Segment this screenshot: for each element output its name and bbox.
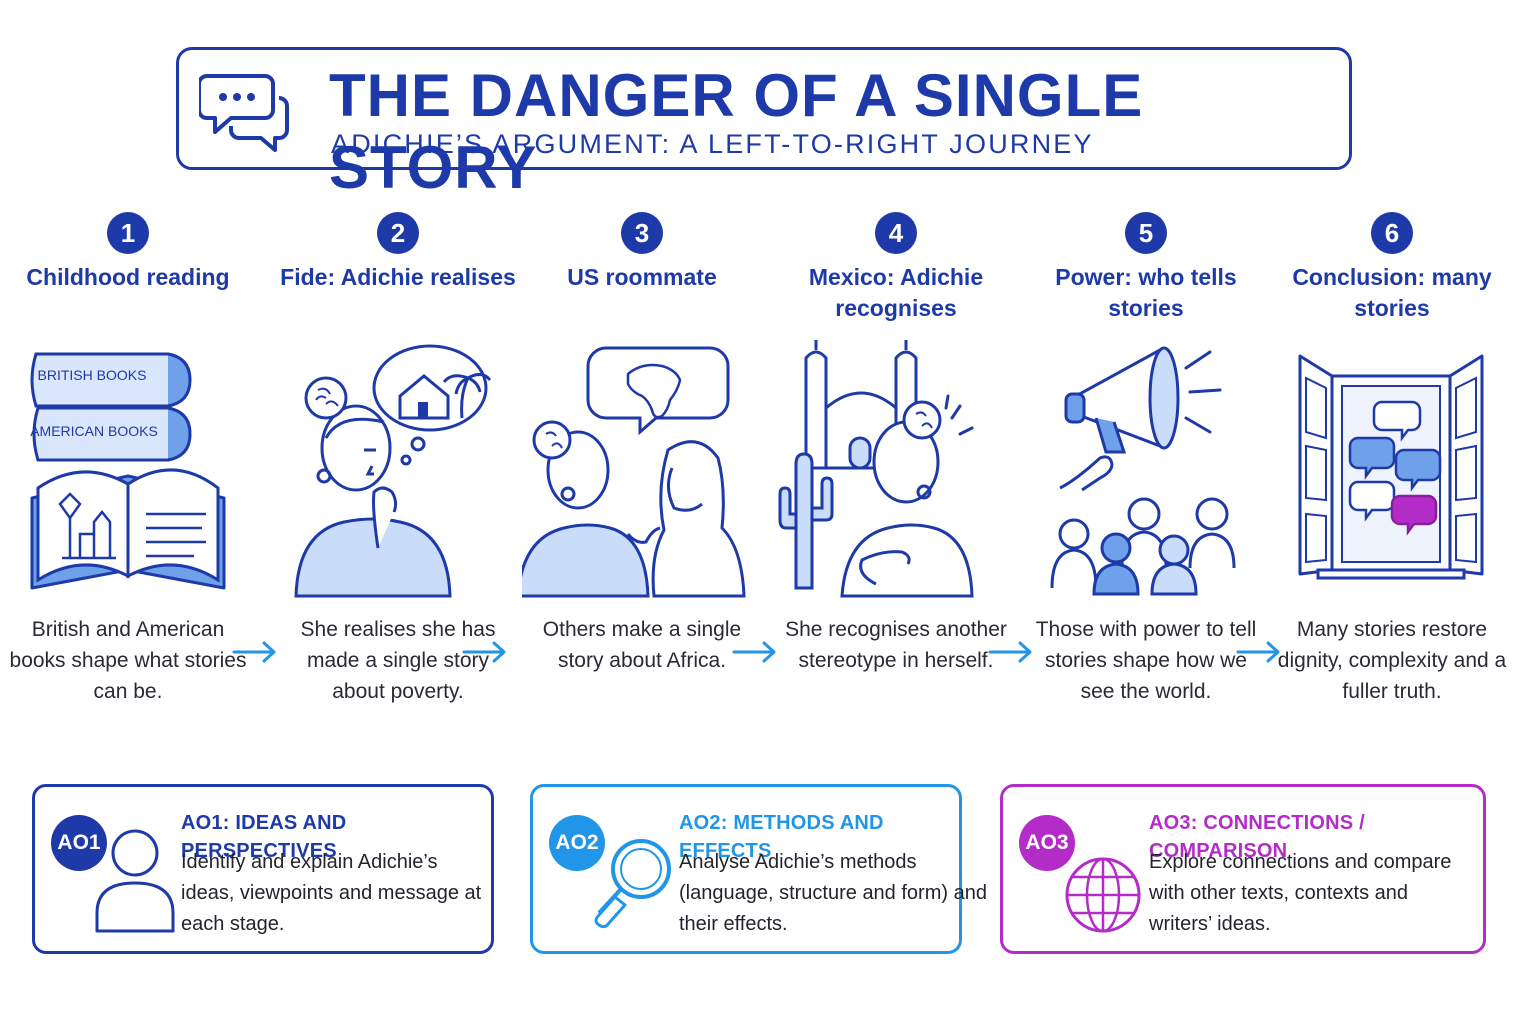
thinking-woman-icon: [294, 344, 492, 598]
arrow-right-icon: [1236, 641, 1280, 663]
step-number: 1: [107, 212, 149, 254]
arrow-right-icon: [988, 641, 1032, 663]
ao2-box: AO2 AO2: METHODS AND EFFECTS Analyse Adi…: [530, 784, 987, 954]
step-caption: Others make a single story about Africa.: [542, 618, 742, 672]
step-2: 2 Fide: Adichie realises She realises sh…: [278, 200, 518, 720]
step-4: 4 Mexico: Adichie recognises She recogni…: [776, 200, 1016, 720]
step-number: 5: [1125, 212, 1167, 254]
step-title: Fide: Adichie realises: [280, 264, 516, 290]
ao1-badge: AO1: [51, 815, 107, 871]
title-banner: THE DANGER OF A SINGLE STORY ADICHIE’S A…: [176, 47, 1352, 201]
step-title: Childhood reading: [26, 264, 230, 290]
ao3-box: AO3 AO3: CONNECTIONS / COMPARISON Explor…: [1000, 784, 1486, 954]
step-caption: Many stories restore dignity, complexity…: [1277, 618, 1507, 703]
ao1-body: Identify and explain Adichie’s ideas, vi…: [181, 851, 482, 935]
step-title: Conclusion: many stories: [1292, 264, 1492, 321]
conversation-icon: [522, 346, 746, 598]
step-5: 5 Power: who tells stories Those with po…: [1026, 200, 1266, 720]
ao3-title: AO3: CONNECTIONS / COMPARISON: [1149, 812, 1365, 862]
step-caption: Those with power to tell stories shape h…: [1035, 618, 1257, 703]
ao1-title: AO1: IDEAS AND PERSPECTIVES: [181, 812, 347, 862]
book-top-label: BRITISH BOOKS: [38, 367, 147, 383]
arrow-right-icon: [232, 641, 276, 663]
ao2-title: AO2: METHODS AND EFFECTS: [679, 812, 884, 862]
page-subtitle: ADICHIE’S ARGUMENT: A LEFT-TO-RIGHT JOUR…: [331, 129, 1094, 159]
open-window-icon: [1298, 354, 1484, 580]
step-number: 4: [875, 212, 917, 254]
step-3: 3 US roommate Others make a single story…: [522, 200, 762, 720]
book-bottom-label: AMERICAN BOOKS: [30, 423, 158, 439]
step-caption: She realises she has made a single story…: [300, 618, 496, 703]
page-title: THE DANGER OF A SINGLE STORY: [329, 62, 1144, 201]
speech-bubbles-icon: [199, 74, 289, 152]
step-number: 6: [1371, 212, 1413, 254]
ao2-badge: AO2: [549, 815, 605, 871]
step-number: 3: [621, 212, 663, 254]
church-cactus-woman-icon: [778, 340, 974, 598]
ao3-badge: AO3: [1019, 815, 1075, 871]
ao3-body: Explore connections and compare with oth…: [1149, 851, 1452, 935]
books-icon: BRITISH BOOKS AMERICAN BOOKS: [30, 352, 226, 590]
ao2-body: Analyse Adichie’s methods (language, str…: [679, 851, 987, 935]
step-caption: British and American books shape what st…: [9, 618, 247, 703]
ao1-box: AO1 AO1: IDEAS AND PERSPECTIVES Identify…: [32, 784, 494, 954]
magnifying-glass-icon: [594, 839, 671, 929]
step-title: US roommate: [567, 264, 717, 290]
arrow-right-icon: [732, 641, 776, 663]
step-1: 1 Childhood reading BRITISH BOOKS AMERIC…: [8, 200, 248, 720]
step-6: 6 Conclusion: many stories Many stories …: [1272, 200, 1512, 720]
arrow-right-icon: [462, 641, 506, 663]
journey-steps: 1 Childhood reading BRITISH BOOKS AMERIC…: [0, 200, 1536, 720]
step-number: 2: [377, 212, 419, 254]
globe-icon: [1065, 857, 1141, 933]
person-icon: [95, 829, 175, 933]
step-title: Mexico: Adichie recognises: [808, 264, 984, 321]
step-caption: She recognises another stereotype in her…: [785, 618, 1007, 672]
step-title: Power: who tells stories: [1055, 264, 1237, 321]
megaphone-crowd-icon: [1050, 346, 1236, 596]
